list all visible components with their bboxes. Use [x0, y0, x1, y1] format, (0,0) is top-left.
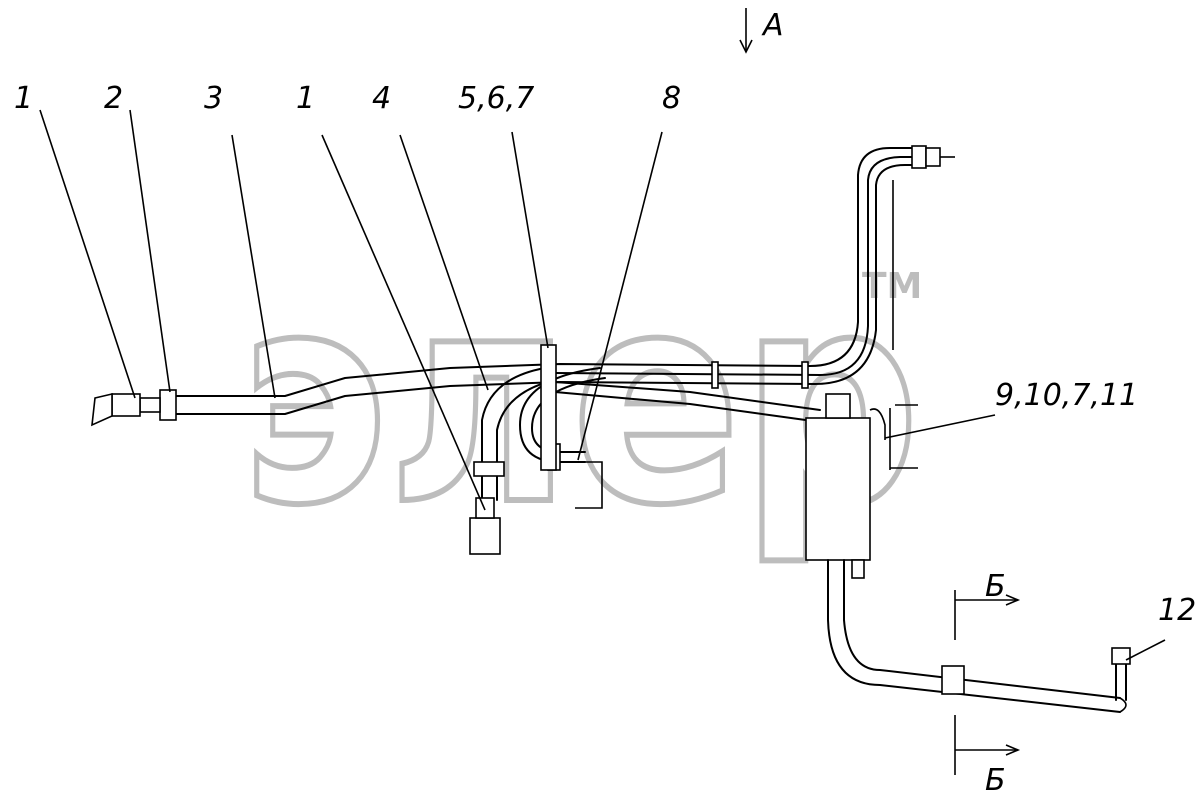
callout-5-6-7: 5,6,7: [458, 81, 534, 116]
left-fitting: [91, 389, 177, 427]
callout-8: 8: [662, 81, 681, 116]
callout-9-10-7-11: 9,10,7,11: [995, 378, 1138, 413]
filter-outlet-pipe: [827, 559, 1131, 713]
watermark-trademark: TM: [862, 266, 922, 307]
section-label-top: Б: [985, 569, 1006, 604]
pipe-clamp: [801, 361, 809, 389]
view-arrow-head: [739, 39, 753, 54]
callout-12: 12: [1158, 593, 1196, 628]
mounting-bracket: [540, 344, 557, 471]
pipe-clamp: [711, 361, 719, 389]
watermark: элер TM: [237, 229, 923, 572]
callout-1-second: 1: [296, 81, 315, 116]
callout-leaders: [39, 109, 1166, 661]
view-marker: А: [739, 8, 784, 54]
callout-1: 1: [14, 81, 33, 116]
fuel-filter: [805, 393, 918, 579]
callout-2: 2: [104, 81, 123, 116]
upper-right-fitting: [911, 145, 955, 169]
callout-labels: 1 2 3 1 4 5,6,7 8 9,10,7,11 12: [14, 81, 1196, 628]
callout-4: 4: [372, 81, 391, 116]
callout-3: 3: [204, 81, 223, 116]
view-label: А: [761, 8, 784, 43]
main-pipe-bundle: [174, 147, 916, 415]
section-marker: Б Б: [954, 569, 1021, 798]
filter-feed-pipe: [554, 381, 821, 423]
section-label-bottom: Б: [985, 763, 1006, 798]
